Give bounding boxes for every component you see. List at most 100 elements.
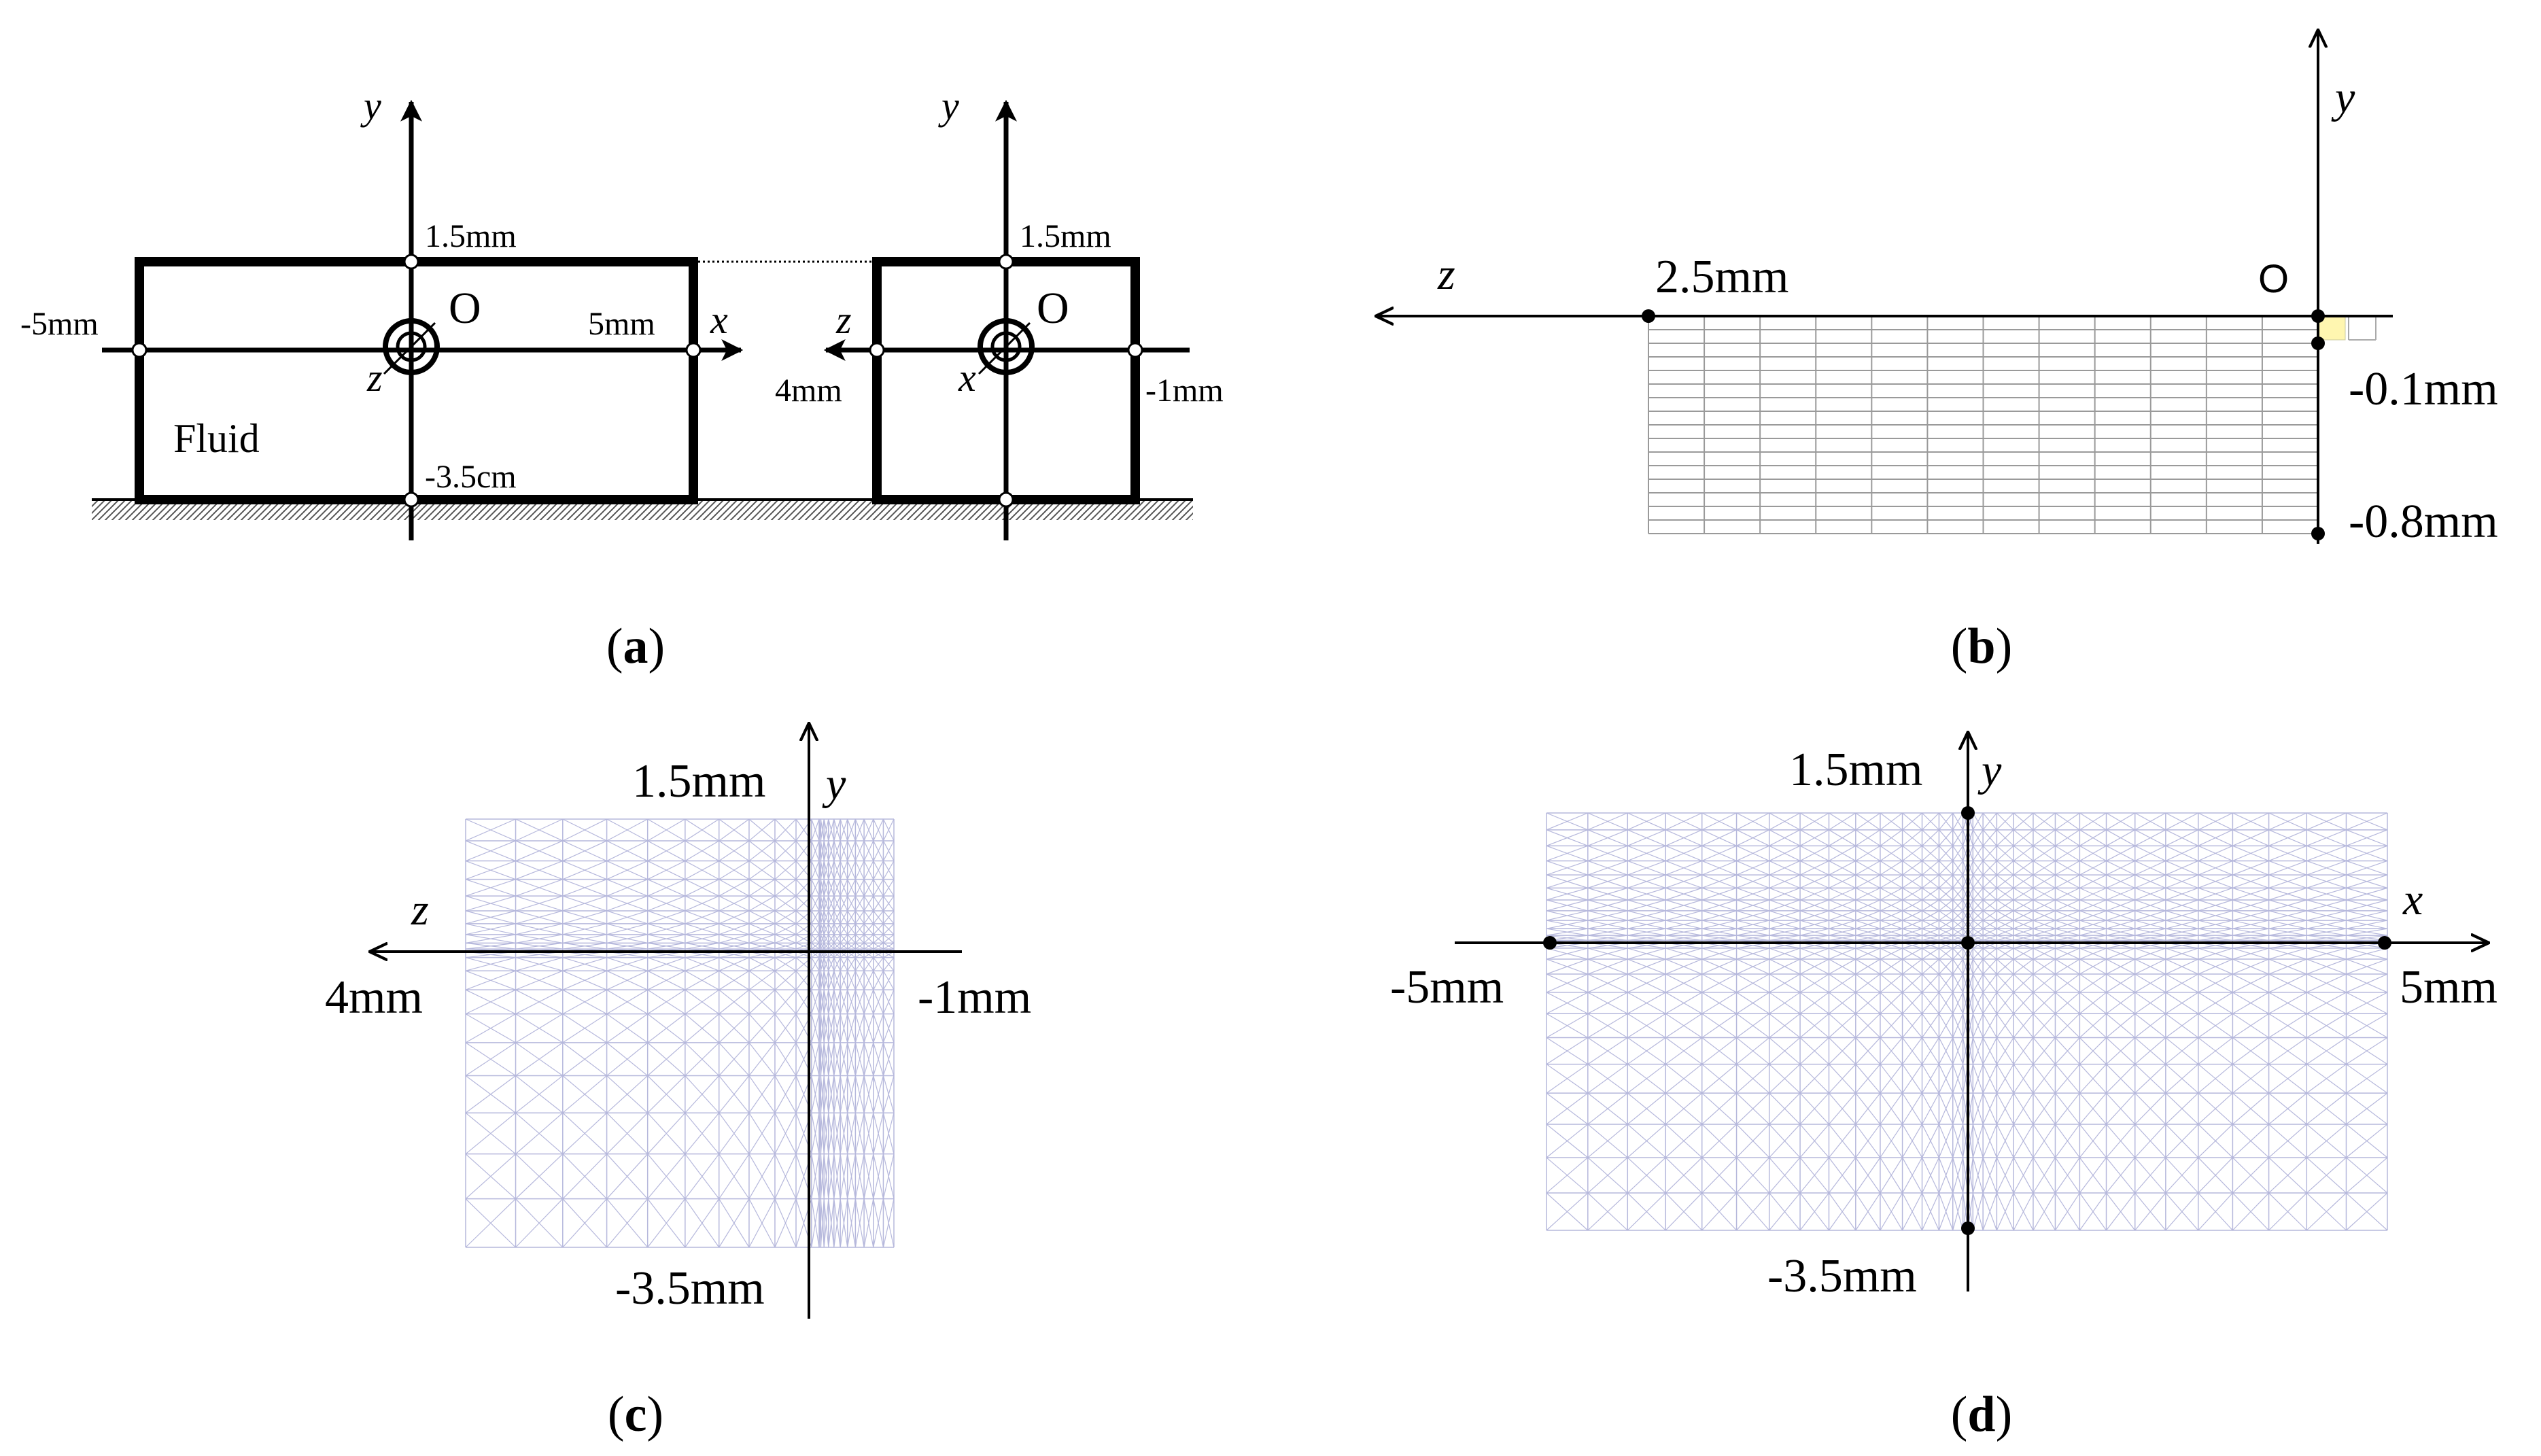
mesh-diagonal [2232, 1037, 2269, 1065]
mesh-diagonal [2346, 1124, 2388, 1158]
mesh-diagonal [1938, 1013, 1954, 1038]
mesh-diagonal [2013, 973, 2034, 993]
mesh-diagonal [863, 923, 874, 935]
mesh-diagonal [2198, 860, 2233, 876]
mesh-diagonal [2165, 1124, 2199, 1158]
mesh-diagonal [2198, 829, 2233, 846]
fluid-domain-box [135, 257, 698, 504]
mesh-diagonal [465, 1075, 516, 1113]
mesh-diagonal [820, 1042, 825, 1076]
mesh-diagonal [1880, 1064, 1903, 1094]
mesh-diagonal [515, 910, 563, 924]
mesh-diagonal [1736, 920, 1769, 929]
mesh-diagonal [1829, 920, 1856, 929]
mesh-diagonal [847, 989, 856, 1014]
mesh-diagonal [811, 1154, 820, 1199]
x-axis-leader [978, 322, 1031, 375]
mesh-diagonal [1587, 935, 1628, 941]
mesh-diagonal [2079, 910, 2107, 921]
mesh-diagonal [719, 1042, 750, 1076]
mesh-diagonal [647, 1198, 686, 1248]
mesh-diagonal [2055, 860, 2080, 876]
mesh-diagonal [1902, 948, 1922, 960]
mesh-diagonal [2106, 1124, 2136, 1158]
mesh-diagonal [2268, 910, 2307, 921]
mesh-diagonal [2033, 920, 2056, 929]
mesh-diagonal [828, 879, 835, 897]
mesh-diagonal [1902, 1157, 1923, 1194]
mesh-diagonal [1587, 920, 1628, 929]
mesh-diagonal [2232, 899, 2269, 912]
mesh-diagonal [1952, 1192, 1964, 1231]
mesh-diagonal [1736, 1064, 1770, 1094]
mesh-diagonal [1736, 928, 1769, 936]
mesh-diagonal [847, 942, 856, 950]
mesh-diagonal [1855, 1192, 1881, 1231]
mesh-diagonal [2346, 887, 2388, 901]
mesh-diagonal [2106, 1013, 2136, 1038]
mesh-diagonal [2346, 910, 2388, 921]
mesh-diagonal [1736, 1092, 1770, 1125]
mesh-diagonal [1701, 845, 1737, 862]
mesh-diagonal [1701, 910, 1737, 921]
right-dimension-label: -1mm [918, 971, 1031, 1024]
mesh-diagonal [606, 895, 648, 912]
mesh-diagonal [606, 923, 648, 935]
mesh-diagonal [465, 1198, 516, 1248]
mesh-diagonal [2079, 845, 2107, 861]
mesh-diagonal [606, 818, 648, 842]
mesh-diagonal [562, 1198, 608, 1248]
mesh-diagonal [2013, 928, 2034, 936]
mesh-diagonal [719, 970, 750, 990]
mesh-diagonal [1952, 1013, 1964, 1038]
mesh-diagonal [1880, 920, 1903, 929]
mesh-diagonal [1972, 973, 1984, 993]
mesh-diagonal [748, 934, 776, 943]
mesh-diagonal [2306, 992, 2347, 1014]
mesh-diagonal [1701, 958, 1737, 975]
mesh-diagonal [685, 840, 720, 862]
mesh-diagonal [1982, 948, 1997, 960]
mesh-diagonal [1829, 845, 1856, 861]
mesh-diagonal [1982, 935, 1997, 941]
mesh-diagonal [719, 1112, 750, 1155]
mesh-diagonal [1587, 1124, 1628, 1158]
mesh-diagonal [863, 1075, 874, 1113]
mesh-diagonal [828, 923, 835, 935]
mesh-diagonal [2055, 812, 2080, 831]
mesh-diagonal [2134, 845, 2166, 861]
mesh-diagonal [863, 1042, 874, 1076]
mesh-diagonal [854, 818, 865, 842]
mesh-diagonal [1972, 899, 1984, 912]
mesh-diagonal [863, 895, 874, 912]
mesh-diagonal [2079, 973, 2107, 993]
mesh-diagonal [820, 990, 825, 1014]
mesh-diagonal [818, 971, 821, 990]
mesh-diagonal [1880, 1013, 1903, 1038]
mesh-diagonal [1938, 992, 1954, 1014]
mesh-diagonal [2055, 992, 2080, 1014]
marker-top [403, 254, 419, 270]
mesh-diagonal [562, 818, 607, 842]
mesh-diagonal [1769, 1192, 1801, 1231]
mesh-diagonal [811, 910, 820, 924]
mesh-diagonal [2306, 958, 2347, 975]
mesh-diagonal [863, 840, 874, 861]
mesh-diagonal [2013, 1037, 2034, 1064]
z-axis-leader [383, 322, 436, 375]
mesh-diagonal [685, 989, 720, 1015]
mesh-diagonal [2079, 860, 2107, 876]
mesh-diagonal [1922, 1064, 1939, 1094]
mesh-diagonal [1769, 899, 1801, 912]
mesh-diagonal [1996, 992, 2014, 1014]
mesh-diagonal [1736, 887, 1769, 901]
mesh-diagonal [1829, 1064, 1856, 1094]
mesh-diagonal [1902, 1064, 1923, 1094]
mesh-diagonal [1546, 812, 1589, 831]
mesh-diagonal [774, 989, 797, 1015]
mesh-diagonal [847, 1075, 856, 1113]
mesh-diagonal [1982, 973, 1997, 993]
mesh-diagonal [1665, 958, 1702, 975]
mesh-diagonal [1587, 928, 1628, 936]
mesh-diagonal [2232, 973, 2269, 993]
